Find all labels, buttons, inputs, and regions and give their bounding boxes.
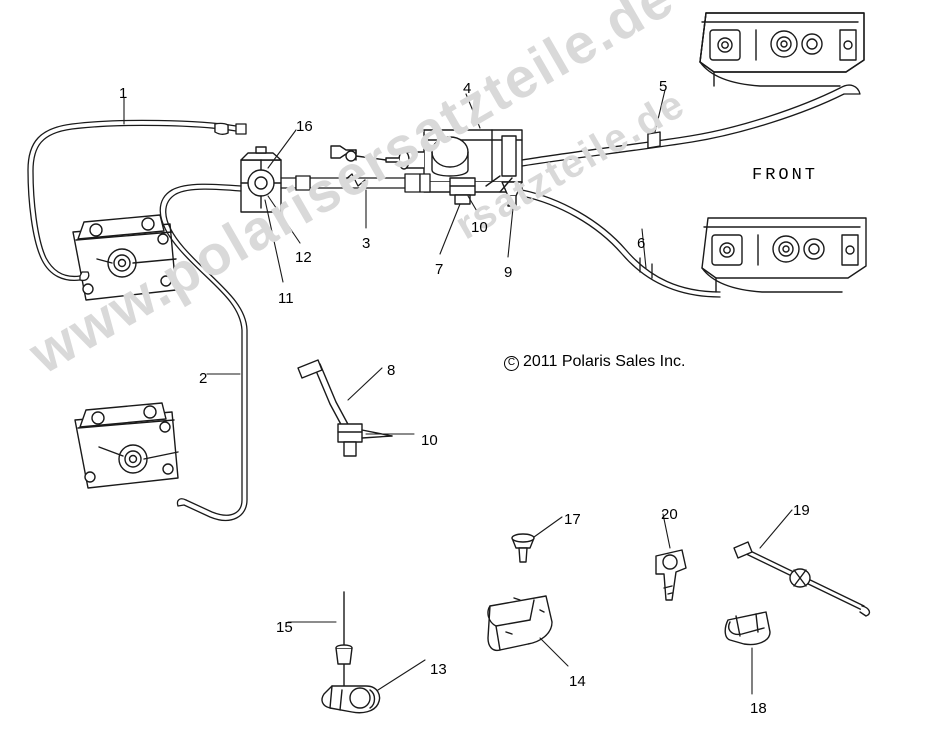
callout-2: 2: [199, 370, 208, 387]
brake-line-2: [159, 183, 248, 522]
leader-lines: [123, 89, 793, 695]
copyright-symbol: C: [504, 356, 519, 371]
callout-5: 5: [659, 78, 668, 95]
brake-line-3: [280, 173, 431, 193]
caliper-front-left: [72, 214, 177, 301]
caliper-front-right-upper: [699, 12, 865, 87]
callout-12: 12: [295, 249, 312, 266]
brake-line-5: [521, 84, 861, 167]
part-13-clamp: [321, 685, 381, 714]
master-cylinder: [330, 129, 523, 193]
distribution-block: [240, 146, 282, 213]
callout-1: 1: [119, 85, 128, 102]
callout-6: 6: [637, 235, 646, 252]
brake-line-6: [521, 189, 721, 298]
part-14-guard: [487, 595, 553, 652]
caliper-front-right-lower: [701, 217, 867, 293]
callout-17: 17: [564, 511, 581, 528]
part-15-pin: [335, 591, 353, 691]
callout-3: 3: [362, 235, 371, 252]
fitting-bracket-9: [485, 175, 523, 207]
callout-7: 7: [435, 261, 444, 278]
part-19-rod: [733, 541, 871, 617]
brake-line-1: [27, 119, 247, 282]
callout-10a: 10: [471, 219, 488, 236]
copyright-text: 2011 Polaris Sales Inc.: [523, 353, 686, 370]
part-20-bracket: [655, 549, 687, 601]
copyright-notice: C 2011 Polaris Sales Inc.: [504, 353, 685, 371]
bleeder-line-8: [297, 359, 393, 457]
callout-16: 16: [296, 118, 313, 135]
callout-14: 14: [569, 673, 586, 690]
callout-9: 9: [504, 264, 513, 281]
callout-19: 19: [793, 502, 810, 519]
callout-13: 13: [430, 661, 447, 678]
callout-8: 8: [387, 362, 396, 379]
caliper-rear-left: [74, 402, 179, 489]
callout-4: 4: [463, 80, 472, 97]
callout-10b: 10: [421, 432, 438, 449]
callout-20: 20: [661, 506, 678, 523]
callout-11: 11: [278, 290, 294, 307]
front-orientation-label: FRONT: [752, 166, 819, 185]
banjo-fitting-7: [449, 177, 476, 205]
part-17-screw: [511, 533, 535, 563]
callout-18: 18: [750, 700, 767, 717]
callout-15: 15: [276, 619, 293, 636]
part-18-clip: [724, 611, 771, 646]
